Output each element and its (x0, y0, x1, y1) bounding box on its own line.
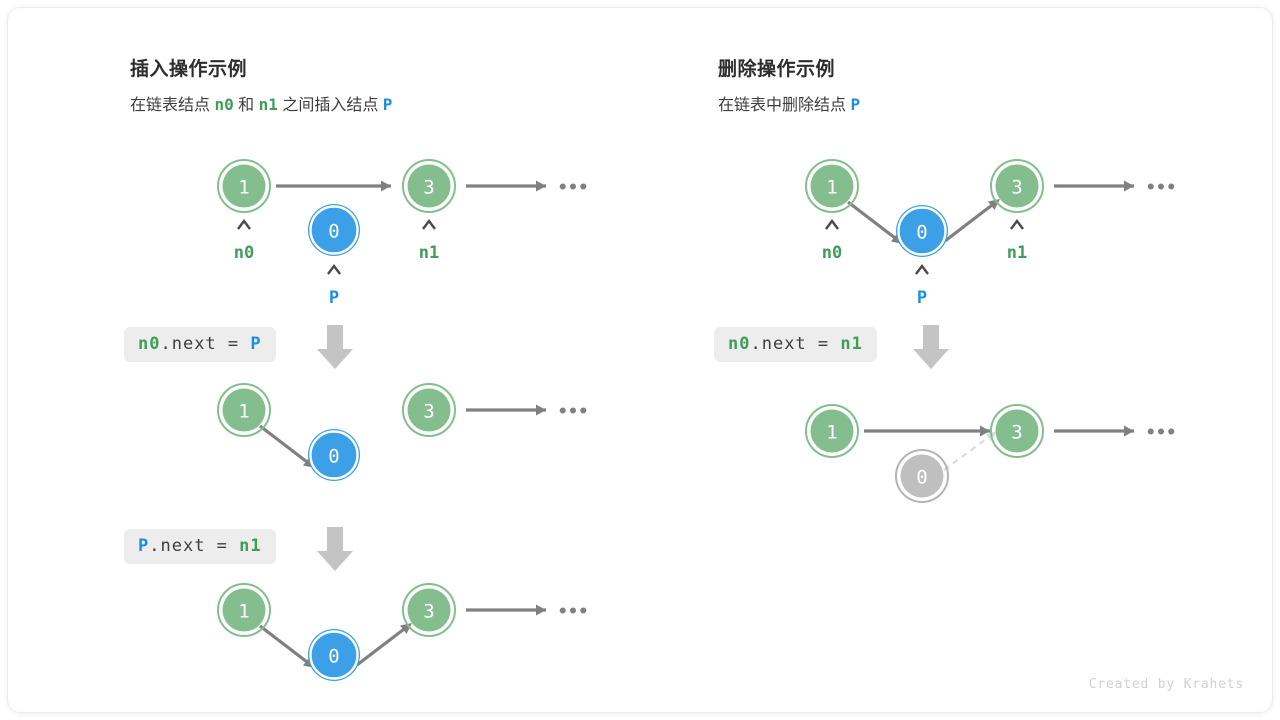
code-token: P (138, 536, 150, 556)
insert-step-1-diagram: ••• 1 0 3 n0 n (217, 159, 589, 308)
arrow-p-to-n1 (356, 623, 412, 667)
caret-icon-n0 (237, 219, 251, 230)
subtitle-ref-p: P (850, 95, 861, 114)
node-n1: 3 (990, 404, 1044, 458)
code-label-n0-next-p: n0.next = P (124, 327, 276, 362)
insert-step-3-diagram: ••• 1 0 3 (217, 583, 589, 681)
node-n1: 3 (402, 583, 456, 637)
ellipsis-dots: ••• (558, 178, 589, 198)
panel-delete: 删除操作示例 在链表中删除结点 P ••• 1 (598, 8, 1272, 712)
subtitle-part: 之间插入结点 (277, 97, 383, 114)
code-token: n0 (728, 334, 751, 354)
panel-delete-subtitle: 在链表中删除结点 P (718, 91, 860, 115)
caret-icon-p (915, 264, 929, 275)
panel-insert: 插入操作示例 在链表结点 n0 和 n1 之间插入结点 P ••• 1 (8, 8, 640, 712)
node-value: 3 (423, 177, 434, 199)
arrow-n1-to-tail (466, 604, 546, 616)
ellipsis-dots: ••• (558, 602, 589, 622)
code-label-n0-next-n1: n0.next = n1 (714, 327, 877, 362)
code-token: .next = (750, 334, 841, 354)
label-p: P (329, 288, 339, 308)
arrow-p-to-n1 (944, 199, 1000, 243)
down-arrow-icon-3 (913, 325, 949, 369)
node-p: 0 (896, 205, 948, 257)
arrow-n0-to-p (847, 200, 903, 244)
diagram-card: 插入操作示例 在链表结点 n0 和 n1 之间插入结点 P ••• 1 (8, 8, 1272, 712)
arrow-n1-to-tail (466, 404, 546, 416)
arrow-n0-to-p (259, 424, 315, 468)
node-p: 0 (308, 629, 360, 681)
node-n1: 3 (990, 159, 1044, 213)
caret-icon-n1 (422, 219, 436, 230)
insert-step-2-diagram: ••• 1 0 3 (217, 383, 589, 481)
node-value: 1 (826, 177, 837, 199)
node-n0: 1 (217, 583, 271, 637)
label-n1: n1 (419, 243, 439, 263)
code-token: n1 (840, 334, 863, 354)
node-n0: 1 (217, 383, 271, 437)
code-label-p-next-n1: P.next = n1 (124, 529, 276, 564)
delete-step-2-diagram: ••• 1 0 3 (805, 404, 1177, 503)
panel-delete-title: 删除操作示例 (718, 59, 836, 80)
node-value: 3 (423, 601, 434, 623)
credit-text: Created by Krahets (1088, 677, 1244, 692)
subtitle-part: 在链表结点 (130, 97, 215, 114)
node-n0: 1 (217, 159, 271, 213)
node-value: 0 (328, 646, 339, 668)
code-token: .next = (160, 334, 251, 354)
subtitle-part: 和 (233, 97, 259, 114)
code-token: .next = (149, 536, 240, 556)
label-p: P (917, 288, 927, 308)
arrow-n1-to-tail (466, 180, 546, 192)
subtitle-ref-n0: n0 (214, 95, 234, 114)
node-n1: 3 (402, 159, 456, 213)
node-value: 3 (1011, 177, 1022, 199)
node-value: 0 (328, 446, 339, 468)
caret-icon-n1 (1010, 219, 1024, 230)
node-n0: 1 (805, 404, 859, 458)
node-value: 0 (328, 221, 339, 243)
label-n0: n0 (822, 243, 842, 263)
node-p: 0 (308, 204, 360, 256)
code-token: P (250, 334, 262, 354)
subtitle-ref-n1: n1 (258, 95, 278, 114)
node-value: 0 (916, 222, 927, 244)
node-value: 1 (238, 401, 249, 423)
code-token: n0 (138, 334, 161, 354)
panel-insert-title: 插入操作示例 (130, 59, 248, 80)
node-value: 3 (423, 401, 434, 423)
caret-icon-n0 (825, 219, 839, 230)
node-n1: 3 (402, 383, 456, 437)
node-value: 1 (238, 177, 249, 199)
node-value: 0 (916, 467, 927, 489)
ellipsis-dots: ••• (1146, 423, 1177, 443)
arrow-n0-to-n1 (276, 180, 391, 192)
node-value: 3 (1011, 422, 1022, 444)
panel-insert-subtitle: 在链表结点 n0 和 n1 之间插入结点 P (130, 91, 392, 115)
arrow-orphan-dashed (943, 431, 997, 471)
node-value: 1 (826, 422, 837, 444)
down-arrow-icon-2 (317, 527, 353, 571)
down-arrow-icon-1 (317, 325, 353, 369)
node-value: 1 (238, 601, 249, 623)
arrow-n1-to-tail (1054, 180, 1134, 192)
label-n0: n0 (234, 243, 254, 263)
subtitle-part: 在链表中删除结点 (718, 97, 851, 114)
arrow-n0-to-p (259, 624, 315, 668)
node-n0: 1 (805, 159, 859, 213)
node-p: 0 (308, 429, 360, 481)
subtitle-ref-p: P (382, 95, 393, 114)
arrow-n0-to-n1 (864, 425, 990, 437)
ellipsis-dots: ••• (1146, 178, 1177, 198)
code-token: n1 (239, 536, 262, 556)
node-deleted: 0 (895, 449, 949, 503)
arrow-n1-to-tail (1054, 425, 1134, 437)
ellipsis-dots: ••• (558, 402, 589, 422)
caret-icon-p (327, 264, 341, 275)
delete-step-1-diagram: ••• 1 0 3 n0 n1 P (805, 159, 1177, 308)
label-n1: n1 (1007, 243, 1027, 263)
